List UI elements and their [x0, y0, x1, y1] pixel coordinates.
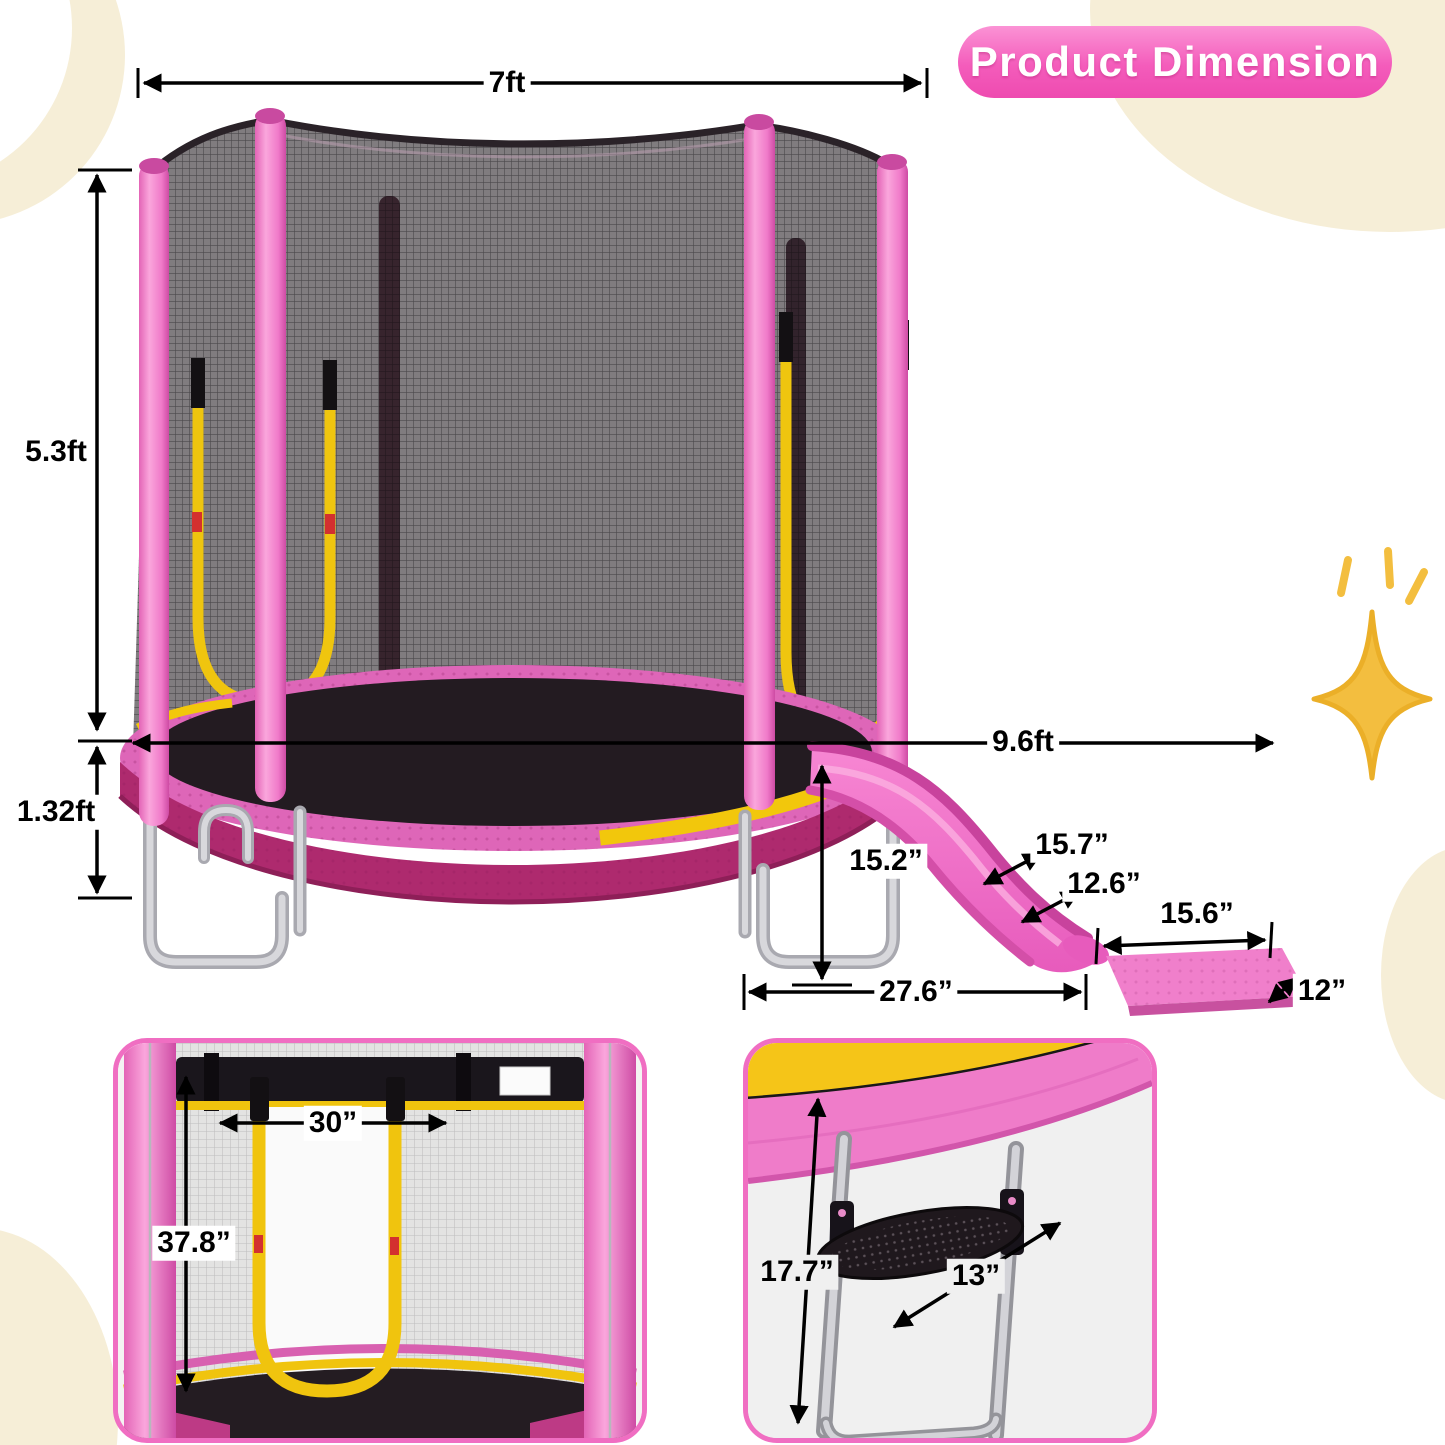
door-top-band — [176, 1053, 584, 1111]
sparkle-icon — [1311, 547, 1433, 781]
blob-right — [1381, 850, 1445, 1100]
safety-net — [133, 116, 893, 748]
arrow-mat-length — [1102, 931, 1267, 955]
blob-bottom-left — [0, 1230, 118, 1445]
badge-label: Product Dimension — [969, 38, 1381, 85]
product-dimension-badge: Product Dimension — [958, 26, 1392, 98]
ladder-detail-inset — [743, 1038, 1157, 1443]
door-detail-illustration — [118, 1043, 642, 1438]
front-enclosure-poles — [139, 108, 908, 826]
ground-mat — [1106, 948, 1310, 1016]
label-tag — [499, 1066, 551, 1096]
door-zipper — [250, 1077, 405, 1398]
door-opening — [259, 1107, 395, 1391]
trampoline-skirt — [118, 762, 906, 905]
ladder-detail-illustration — [748, 1043, 1152, 1438]
slide — [805, 741, 1109, 973]
door-detail-inset — [113, 1038, 647, 1443]
arrow-mat-width — [1267, 976, 1299, 1004]
trampoline-bed — [120, 665, 904, 851]
